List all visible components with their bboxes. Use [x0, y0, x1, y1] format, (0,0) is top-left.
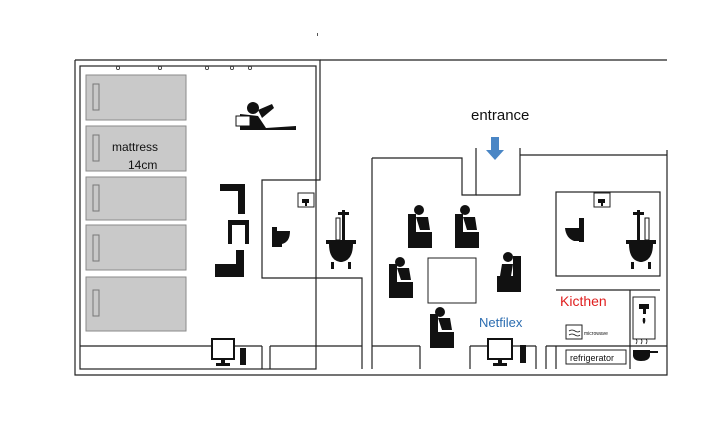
pot-icon: [633, 338, 658, 361]
mattresses: [85, 74, 187, 332]
kitchen-sink-faucet-icon: [632, 296, 656, 340]
mattress-4: [85, 224, 187, 271]
bathtub-shower-icon: [326, 210, 356, 269]
tv-icon: [211, 338, 235, 366]
curtain-rail-dots: [116, 66, 252, 71]
bathtub-shower-icon: [626, 210, 656, 269]
armchair-person-icon: [408, 205, 432, 248]
kitchen-label: Kicthen: [560, 293, 607, 309]
entrance-arrow-icon: [486, 137, 504, 160]
mattress-5: [85, 276, 187, 332]
armchair-person-icon: [497, 252, 521, 292]
refrigerator: [565, 349, 627, 365]
remote-control-icon: [520, 345, 526, 363]
microwave-icon: [565, 324, 583, 340]
microwave-label: microwave: [584, 331, 608, 337]
table-icon: [228, 220, 249, 244]
bathroom-right: [565, 192, 656, 269]
bathroom-left: [272, 192, 356, 269]
stray-mark: [317, 33, 318, 36]
mattress-1: [85, 74, 187, 121]
armchair-person-icon: [430, 307, 454, 348]
coffee-table: [427, 257, 477, 304]
mattress-2: [85, 125, 187, 172]
reclining-person-icon: [235, 102, 296, 130]
remote-control-icon: [240, 348, 246, 365]
toilet-icon: [272, 227, 290, 247]
mattress-size-label: 14cm: [128, 158, 157, 172]
toilet-icon: [565, 218, 584, 242]
netflix-label: Netfilex: [479, 315, 523, 330]
entrance-label: entrance: [471, 107, 529, 124]
mattress-label: mattress: [112, 140, 158, 154]
mattress-3: [85, 176, 187, 221]
chair-icon: [220, 184, 245, 214]
chair-icon: [215, 250, 244, 277]
refrigerator-label: refrigerator: [570, 353, 614, 363]
armchair-person-icon: [389, 257, 413, 298]
tv-icon: [487, 338, 513, 366]
armchair-person-icon: [455, 205, 479, 248]
walls: [74, 59, 668, 376]
